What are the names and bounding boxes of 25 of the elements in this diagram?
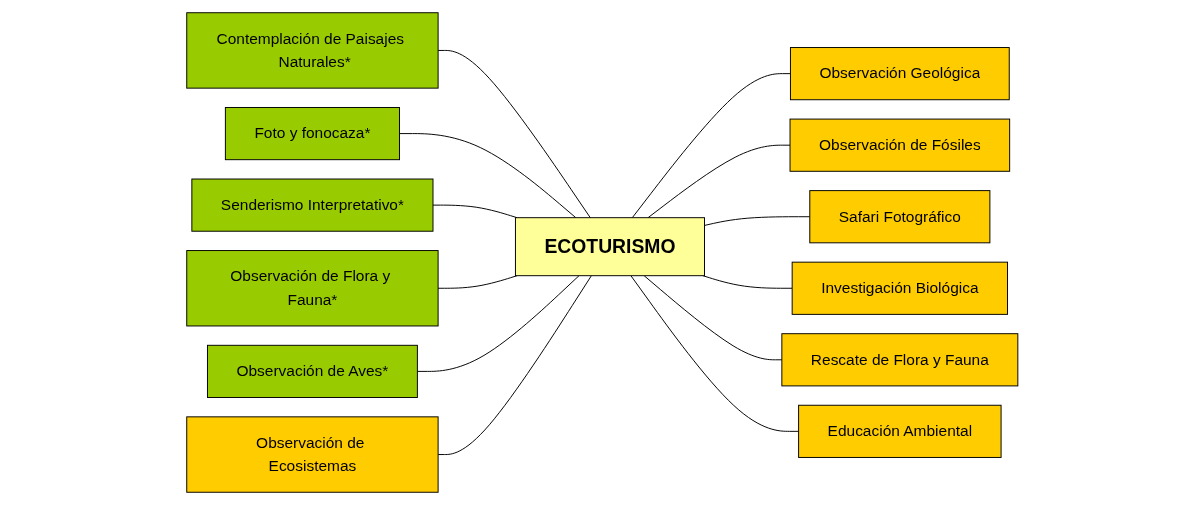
connector: [702, 275, 793, 289]
node-box: Rescate de Flora y Fauna: [781, 333, 1019, 387]
connector: [416, 275, 580, 372]
connector: [437, 275, 592, 456]
node-box: Observación de Fósiles: [789, 118, 1010, 172]
connector: [631, 73, 791, 219]
connector: [437, 275, 518, 289]
node-box: Investigación Biológica: [791, 261, 1008, 315]
node-box: Foto y fonocaza*: [224, 107, 400, 161]
node-box: Educación Ambiental: [797, 404, 1002, 458]
connector: [703, 216, 810, 226]
connector: [437, 49, 591, 219]
node-box: Observación de Ecosistemas: [185, 416, 439, 493]
node-box: Observación de Aves*: [206, 344, 418, 398]
node-box: Observación Geológica: [789, 47, 1010, 101]
node-box: Senderismo Interpretativo*: [191, 178, 434, 232]
connector: [630, 275, 799, 432]
node-box: Safari Fotográfico: [809, 190, 991, 244]
node-box: ECOTURISMO: [514, 217, 705, 277]
node-box: Observación de Flora y Fauna*: [185, 250, 439, 327]
connector: [432, 204, 518, 219]
node-box: Contemplación de Paisajes Naturales*: [185, 12, 439, 89]
connector: [643, 275, 783, 361]
connector: [398, 133, 576, 219]
connector: [647, 144, 791, 219]
